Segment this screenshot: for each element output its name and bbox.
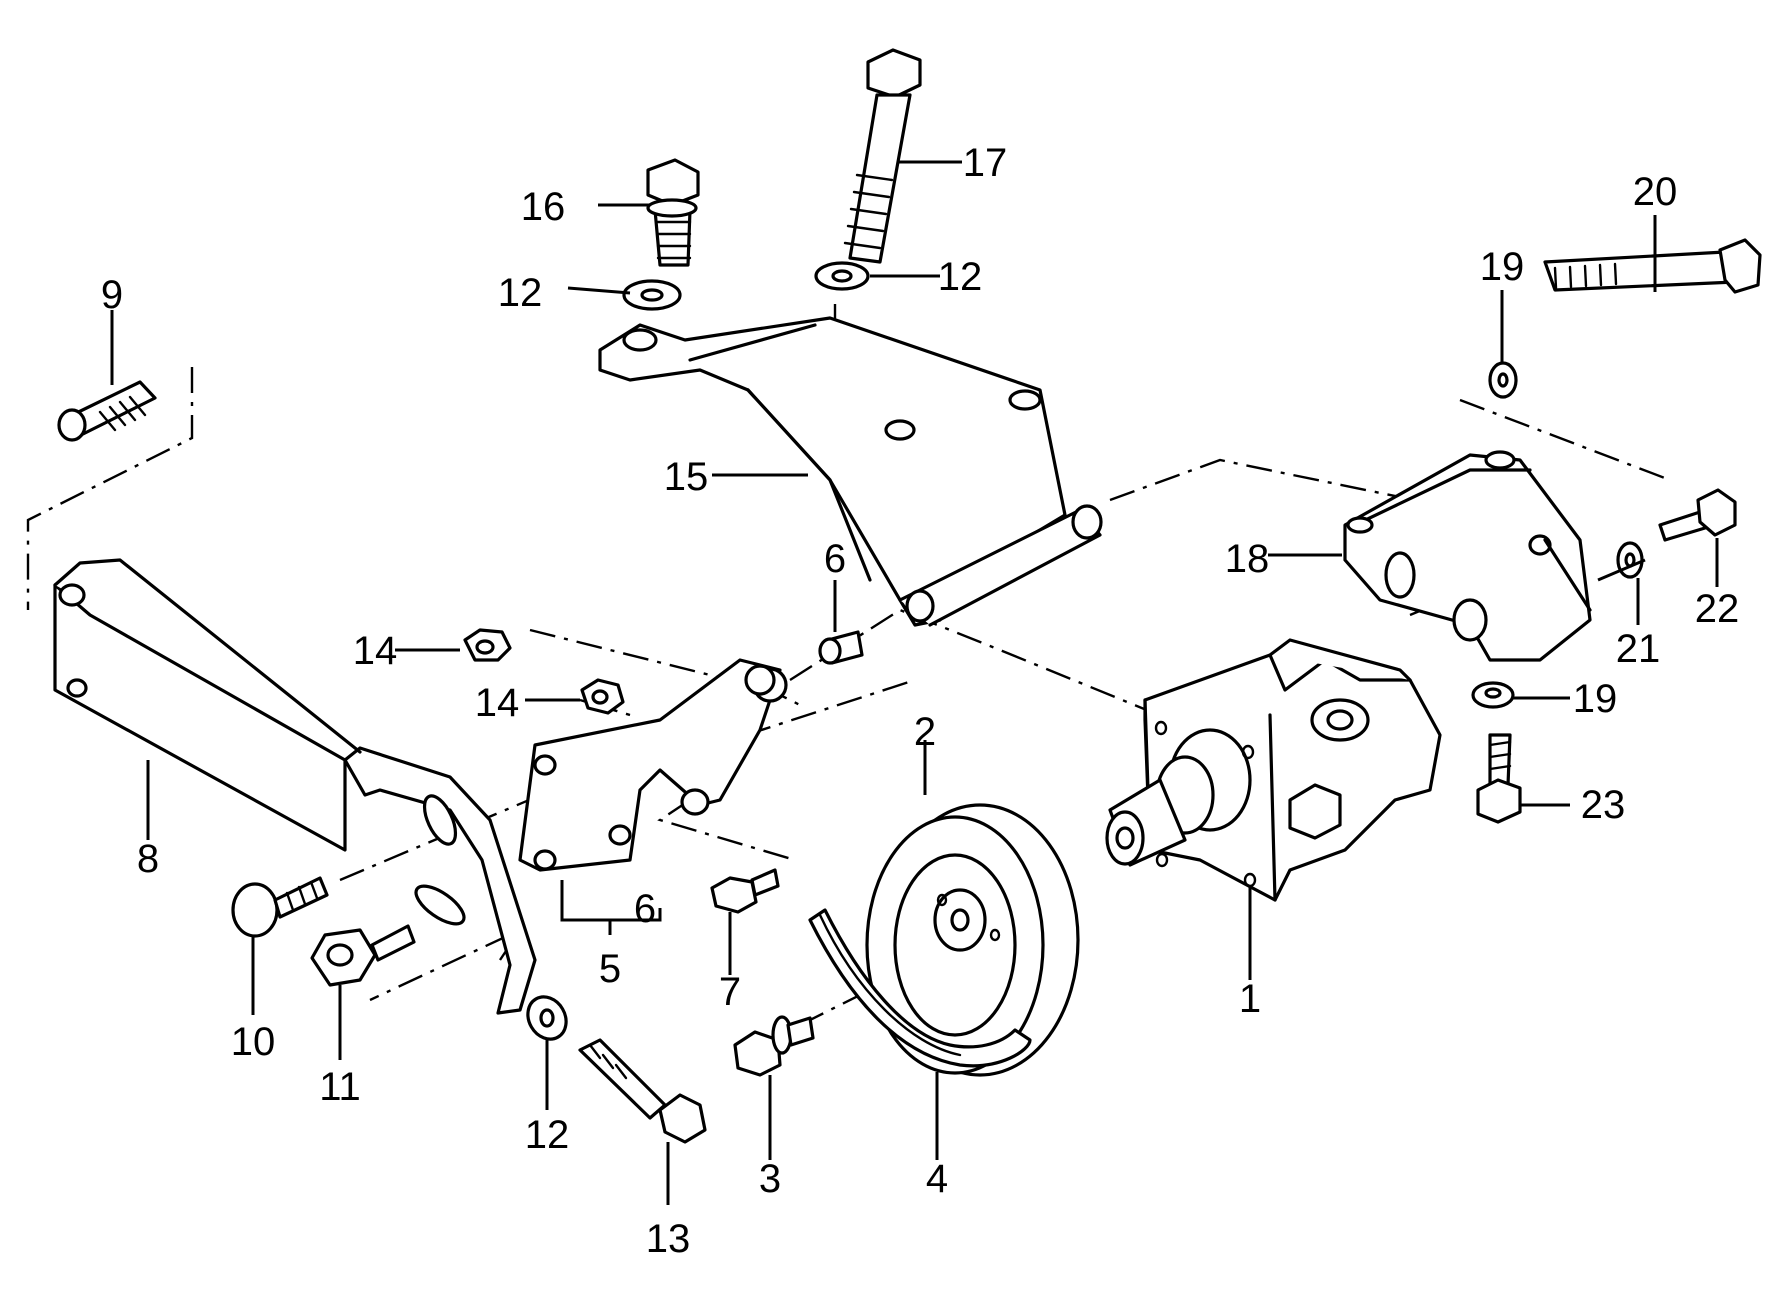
callout-11: 11 bbox=[319, 1065, 361, 1109]
bracket-part-18 bbox=[1343, 450, 1592, 662]
screw-part-10 bbox=[231, 876, 329, 938]
bolt-part-11 bbox=[310, 924, 416, 987]
bolt-part-20 bbox=[1543, 238, 1762, 294]
bolt-part-16 bbox=[646, 158, 700, 267]
callout-23: 23 bbox=[1581, 783, 1626, 827]
spacer-part-6 bbox=[818, 630, 864, 665]
leader-lines bbox=[110, 160, 1719, 1205]
callout-6-group: 6 bbox=[634, 887, 656, 931]
callout-labels: 1 2 3 4 5 6 6 7 8 9 10 11 12 12 12 13 14… bbox=[101, 141, 1739, 1261]
bolt-part-17 bbox=[843, 48, 922, 264]
callout-16: 16 bbox=[521, 185, 566, 229]
callout-9: 9 bbox=[101, 273, 123, 317]
callout-7: 7 bbox=[719, 970, 741, 1014]
bracket-part-15 bbox=[598, 316, 1103, 627]
callout-5: 5 bbox=[599, 947, 621, 991]
callout-20: 20 bbox=[1633, 170, 1678, 214]
bracket-part-5 bbox=[518, 658, 788, 872]
pump-part-1 bbox=[1105, 638, 1442, 902]
bolt-part-23 bbox=[1476, 733, 1522, 824]
callout-14-lower: 14 bbox=[475, 681, 520, 725]
washers-part-12 bbox=[526, 261, 870, 1041]
callout-13: 13 bbox=[646, 1217, 691, 1261]
callout-1: 1 bbox=[1239, 977, 1261, 1021]
callout-8: 8 bbox=[137, 837, 159, 881]
callout-6-spacer: 6 bbox=[824, 537, 846, 581]
callout-3: 3 bbox=[759, 1157, 781, 1201]
callout-19-upper: 19 bbox=[1480, 245, 1525, 289]
callout-12-bottom: 12 bbox=[525, 1113, 570, 1157]
callout-2: 2 bbox=[914, 710, 936, 754]
washers-part-19 bbox=[1471, 361, 1518, 709]
screw-part-9 bbox=[57, 380, 157, 442]
bolt-part-13 bbox=[578, 1038, 707, 1144]
bolt-part-22 bbox=[1658, 488, 1737, 542]
callout-19-lower: 19 bbox=[1573, 677, 1618, 721]
callout-12-right: 12 bbox=[938, 255, 983, 299]
pulley-part-2 bbox=[865, 803, 1080, 1077]
callout-15: 15 bbox=[664, 455, 709, 499]
washer-part-21 bbox=[1616, 541, 1644, 579]
callout-12-left: 12 bbox=[498, 271, 543, 315]
callout-18: 18 bbox=[1225, 537, 1270, 581]
belt-part-4 bbox=[808, 908, 1032, 1068]
callout-21: 21 bbox=[1616, 627, 1661, 671]
callout-10: 10 bbox=[231, 1020, 276, 1064]
callout-22: 22 bbox=[1695, 587, 1740, 631]
callout-14-upper: 14 bbox=[353, 629, 398, 673]
callout-17: 17 bbox=[963, 141, 1008, 185]
bolt-part-3 bbox=[733, 1015, 815, 1077]
bolt-part-7 bbox=[710, 868, 780, 914]
callout-4: 4 bbox=[926, 1157, 948, 1201]
nuts-part-14 bbox=[463, 628, 625, 715]
bracket-part-8 bbox=[53, 558, 537, 1015]
